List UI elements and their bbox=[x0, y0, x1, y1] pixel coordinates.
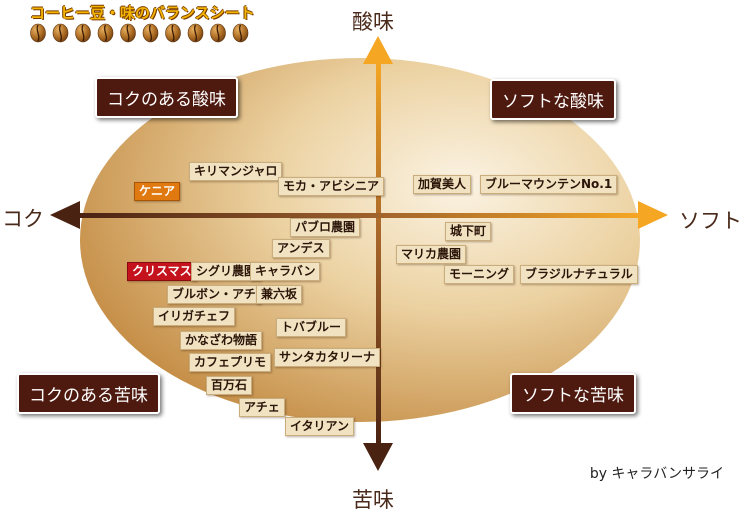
horizontal-axis-line bbox=[78, 213, 638, 218]
quadrant-body-acidity: コクのある酸味 bbox=[95, 77, 238, 118]
vertical-axis-line bbox=[376, 62, 381, 447]
coffee-label: キリマンジャロ bbox=[189, 162, 283, 181]
coffee-label: アンデス bbox=[272, 239, 330, 258]
axis-label-acidity: 酸味 bbox=[352, 10, 394, 34]
coffee-label: クリスマス bbox=[127, 262, 197, 281]
coffee-label: イタリアン bbox=[285, 417, 355, 436]
coffee-label: サンタカタリーナ bbox=[274, 348, 381, 367]
coffee-bean-icon bbox=[232, 23, 249, 43]
coffee-bean-icon bbox=[30, 23, 46, 43]
coffee-label: 百万石 bbox=[206, 376, 253, 395]
quadrant-soft-acidity: ソフトな酸味 bbox=[490, 79, 616, 120]
sheet-title: コーヒー豆・味のバランスシート bbox=[30, 4, 255, 22]
coffee-label: 兼六坂 bbox=[256, 285, 303, 304]
axis-label-body: コク bbox=[2, 207, 44, 231]
coffee-label: ブラジルナチュラル bbox=[520, 265, 638, 284]
coffee-label: ブルボン・アチ bbox=[167, 285, 261, 304]
coffee-label: パブロ農園 bbox=[290, 218, 361, 237]
coffee-label: アチェ bbox=[239, 398, 285, 417]
coffee-bean-icon bbox=[165, 23, 181, 43]
arrow-left-icon bbox=[50, 201, 80, 229]
coffee-label: キャラバン bbox=[250, 262, 321, 281]
arrow-up-icon bbox=[363, 36, 393, 64]
arrow-right-icon bbox=[638, 201, 668, 229]
coffee-label: カフェプリモ bbox=[189, 353, 272, 372]
coffee-bean-icon bbox=[52, 23, 69, 43]
axis-label-bitterness: 苦味 bbox=[352, 488, 394, 512]
coffee-label: トバブルー bbox=[276, 318, 347, 337]
coffee-label: かなざわ物語 bbox=[180, 331, 263, 350]
coffee-label: モーニング bbox=[444, 265, 515, 284]
coffee-label: 加賀美人 bbox=[413, 175, 472, 194]
coffee-bean-icon bbox=[187, 23, 204, 43]
coffee-bean-icons bbox=[30, 23, 249, 43]
quadrant-soft-bitterness: ソフトな苦味 bbox=[510, 373, 636, 414]
coffee-bean-icon bbox=[142, 23, 159, 43]
arrow-down-icon bbox=[363, 443, 393, 471]
coffee-label: モカ・アビシニア bbox=[278, 177, 385, 196]
coffee-bean-icon bbox=[75, 23, 91, 43]
quadrant-body-bitterness: コクのある苦味 bbox=[17, 373, 160, 414]
coffee-label: イリガチェフ bbox=[153, 307, 236, 326]
axis-label-soft: ソフト bbox=[679, 209, 742, 233]
coffee-label: シグリ農園 bbox=[191, 262, 262, 281]
coffee-bean-icon bbox=[210, 23, 226, 43]
coffee-label: マリカ農園 bbox=[396, 245, 467, 264]
coffee-bean-icon bbox=[120, 23, 136, 43]
coffee-label: ブルーマウンテンNo.1 bbox=[480, 175, 618, 194]
coffee-label: 城下町 bbox=[445, 222, 492, 241]
coffee-label: ケニア bbox=[134, 182, 181, 201]
coffee-bean-icon bbox=[97, 23, 114, 43]
credit-text: by キャラバンサライ bbox=[589, 466, 724, 482]
